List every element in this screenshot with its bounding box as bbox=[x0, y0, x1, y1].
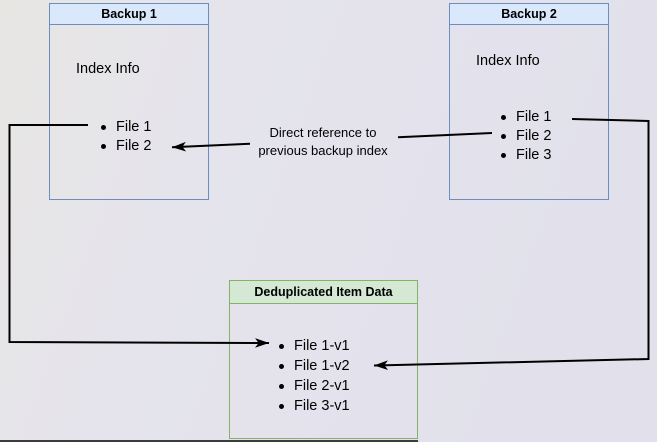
file-item: File 1 bbox=[101, 118, 151, 136]
backup1-index-info-label: Index Info bbox=[76, 61, 140, 77]
window-bottom-edge bbox=[0, 440, 418, 442]
file-item-label: File 2 bbox=[116, 138, 152, 154]
file-item: File 2 bbox=[501, 127, 551, 145]
bullet-icon bbox=[501, 152, 506, 158]
file-item-label: File 3-v1 bbox=[294, 398, 350, 414]
file-item-label: File 3 bbox=[516, 147, 552, 163]
bullet-icon bbox=[101, 143, 106, 149]
file-item-label: File 1 bbox=[116, 119, 152, 135]
file-item: File 1 bbox=[501, 108, 551, 126]
file-item-label: File 1 bbox=[516, 109, 552, 125]
file-item: File 2 bbox=[101, 137, 151, 155]
backup2-title: Backup 2 bbox=[450, 4, 608, 25]
edge-label-line2: previous backup index bbox=[258, 143, 388, 158]
file-item: File 3-v1 bbox=[279, 397, 350, 415]
file-item: File 1-v2 bbox=[279, 357, 350, 375]
bullet-icon bbox=[279, 383, 284, 389]
dedup-store-node: Deduplicated Item Data File 1-v1 File 1-… bbox=[229, 280, 418, 439]
file-item-label: File 2 bbox=[516, 128, 552, 144]
bullet-icon bbox=[279, 343, 284, 349]
bullet-icon bbox=[501, 114, 506, 120]
bullet-icon bbox=[279, 363, 284, 369]
backup1-title: Backup 1 bbox=[50, 4, 208, 25]
file-item: File 2-v1 bbox=[279, 377, 350, 395]
dedup-store-title: Deduplicated Item Data bbox=[230, 281, 417, 304]
edge-label-line1: Direct reference to bbox=[269, 125, 377, 140]
file-item-label: File 1-v2 bbox=[294, 358, 350, 374]
bullet-icon bbox=[279, 403, 284, 409]
bullet-icon bbox=[101, 124, 106, 130]
file-item: File 3 bbox=[501, 146, 551, 164]
direct-reference-edge-label: Direct reference to previous backup inde… bbox=[238, 124, 408, 160]
backup2-index-info-label: Index Info bbox=[476, 53, 540, 69]
file-item: File 1-v1 bbox=[279, 337, 350, 355]
bullet-icon bbox=[501, 133, 506, 139]
backup2-node: Backup 2 Index Info File 1 File 2 File 3 bbox=[449, 3, 609, 200]
backup1-node: Backup 1 Index Info File 1 File 2 bbox=[49, 3, 209, 200]
file-item-label: File 1-v1 bbox=[294, 338, 350, 354]
file-item-label: File 2-v1 bbox=[294, 378, 350, 394]
